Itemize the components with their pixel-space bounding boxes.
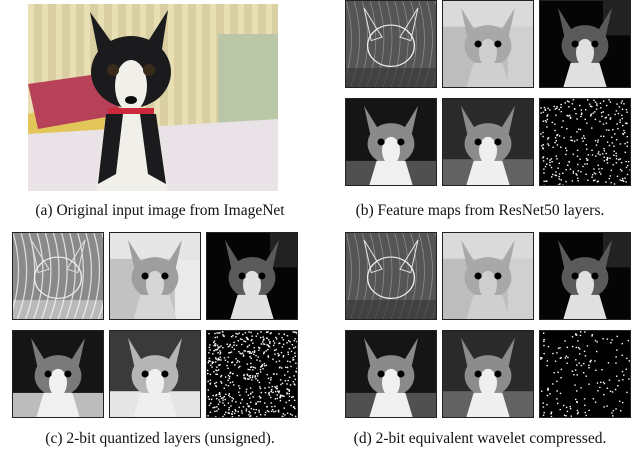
feature-map-tile-edge <box>345 0 437 88</box>
feature-map-tile-mid <box>12 330 104 418</box>
caption-c: (c) 2-bit quantized layers (unsigned). <box>45 430 275 447</box>
feature-map-tile-edge <box>345 232 437 320</box>
feature-map-tile-dark <box>539 0 631 88</box>
caption-a: (a) Original input image from ImageNet <box>35 202 285 219</box>
feature-map-tile-dark <box>539 232 631 320</box>
feature-map-tile-mid <box>345 330 437 418</box>
panel-b-grid <box>345 0 631 190</box>
feature-map-tile-mid2 <box>109 330 201 418</box>
feature-map-tile-bright <box>109 232 201 320</box>
feature-map-tile-bright <box>442 0 534 88</box>
feature-map-tile-edge <box>12 232 104 320</box>
feature-map-tile-sparse <box>539 98 631 186</box>
dog-photo <box>28 4 278 191</box>
original-image <box>28 4 278 191</box>
feature-map-tile-sparse <box>539 330 631 418</box>
feature-map-tile-mid2 <box>442 330 534 418</box>
caption-b: (b) Feature maps from ResNet50 layers. <box>355 202 605 219</box>
caption-d: (d) 2-bit equivalent wavelet compressed. <box>353 430 607 447</box>
dog <box>90 10 171 191</box>
feature-map-tile-mid <box>345 98 437 186</box>
feature-map-tile-dark <box>206 232 298 320</box>
feature-map-tile-sparse <box>206 330 298 418</box>
feature-map-tile-bright <box>442 232 534 320</box>
panel-d-grid <box>345 232 631 422</box>
panel-c-grid <box>12 232 298 422</box>
feature-map-tile-mid2 <box>442 98 534 186</box>
